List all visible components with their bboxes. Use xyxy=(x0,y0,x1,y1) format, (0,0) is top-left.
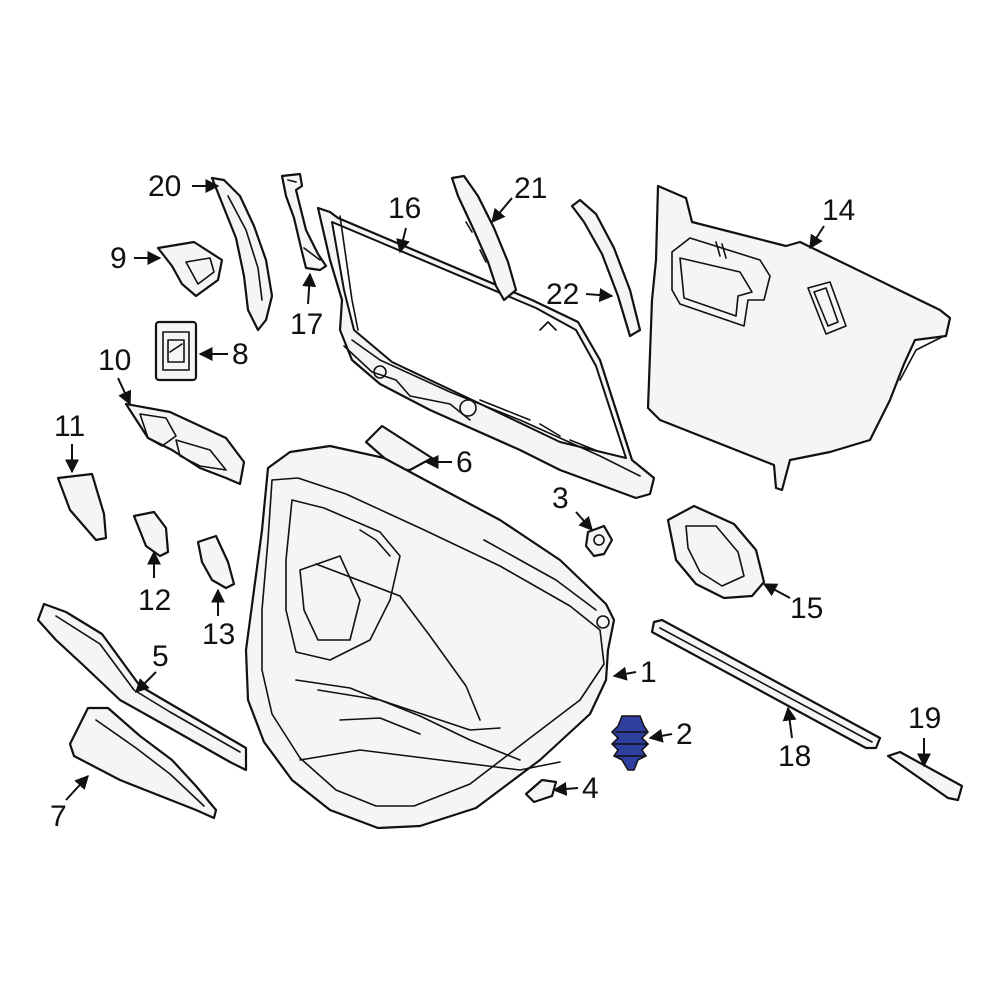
leader-1 xyxy=(612,666,637,681)
part-11-cover[interactable] xyxy=(56,472,108,542)
part-22-pillar-trim[interactable] xyxy=(570,198,642,338)
callout-9: 9 xyxy=(110,242,127,275)
leader-17 xyxy=(302,272,317,305)
leader-2 xyxy=(648,728,673,743)
part-1-door-trim-panel[interactable] xyxy=(244,444,616,830)
part-7-lower-trim[interactable] xyxy=(68,706,218,820)
callout-22: 22 xyxy=(546,278,579,311)
leader-7 xyxy=(65,774,89,801)
part-9-clip[interactable] xyxy=(156,240,224,298)
part-20-pillar-garnish[interactable] xyxy=(210,176,274,332)
callout-5: 5 xyxy=(152,640,169,673)
part-18-weatherstrip[interactable] xyxy=(650,618,882,750)
part-21-pillar-trim[interactable] xyxy=(450,174,518,302)
callout-8: 8 xyxy=(232,338,249,371)
part-15-speaker-bracket[interactable] xyxy=(666,504,766,600)
callout-3: 3 xyxy=(552,482,569,515)
callout-1: 1 xyxy=(640,656,657,689)
part-4-clip[interactable] xyxy=(524,778,558,804)
callout-11: 11 xyxy=(54,410,85,443)
callout-21: 21 xyxy=(514,172,547,205)
callout-14: 14 xyxy=(822,194,855,227)
callout-17: 17 xyxy=(290,308,323,341)
part-16-window-frame[interactable] xyxy=(316,206,656,500)
callout-4: 4 xyxy=(582,772,599,805)
callout-19: 19 xyxy=(908,702,941,735)
part-19-end-cap[interactable] xyxy=(886,750,964,802)
leader-5 xyxy=(135,671,157,693)
callout-10: 10 xyxy=(98,344,131,377)
callout-15: 15 xyxy=(790,592,823,625)
callout-2: 2 xyxy=(676,718,693,751)
leader-22 xyxy=(585,288,614,303)
part-17-bracket[interactable] xyxy=(280,172,328,272)
callout-18: 18 xyxy=(778,740,811,773)
leader-4 xyxy=(552,781,579,796)
callout-6: 6 xyxy=(456,446,473,479)
callout-13: 13 xyxy=(202,618,235,651)
part-12-cover[interactable] xyxy=(132,510,170,558)
part-5-trim-strip[interactable] xyxy=(36,602,248,772)
callout-labels: 1 2 3 4 5 6 7 8 9 10 11 12 13 14 15 16 1… xyxy=(50,170,941,833)
leader-21 xyxy=(491,197,513,224)
callout-12: 12 xyxy=(138,584,171,617)
leader-18 xyxy=(782,706,797,739)
callout-7: 7 xyxy=(50,800,67,833)
leader-16 xyxy=(396,227,410,254)
leader-10 xyxy=(117,377,132,406)
part-2-push-pin-fastener[interactable] xyxy=(610,715,650,771)
part-3-clip[interactable] xyxy=(584,524,614,558)
part-8-switch[interactable] xyxy=(154,320,198,382)
part-13-cover[interactable] xyxy=(196,534,236,590)
callout-20: 20 xyxy=(148,170,181,203)
callout-16: 16 xyxy=(388,192,421,225)
leader-15 xyxy=(762,583,791,599)
leader-14 xyxy=(809,225,825,250)
part-10-switch-bezel[interactable] xyxy=(124,402,246,486)
leader-3 xyxy=(575,511,593,532)
leader-lines xyxy=(65,179,931,801)
part-14-insulation-panel[interactable] xyxy=(646,184,952,492)
